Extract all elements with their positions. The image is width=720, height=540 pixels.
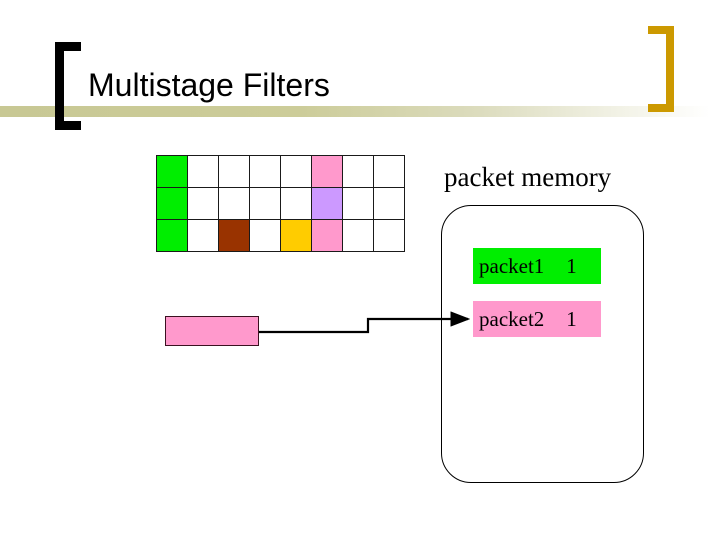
packet-entry-count: 1 (566, 253, 577, 278)
filter-cell (311, 155, 343, 188)
filter-cell (187, 219, 219, 252)
filter-grid-row (156, 219, 405, 252)
bracket-right-decoration (648, 26, 674, 112)
filter-grid-row (156, 187, 405, 220)
packet-memory-label: packet memory (444, 162, 612, 192)
filter-cell (156, 219, 188, 252)
filter-cell (218, 187, 250, 220)
filter-cell (280, 187, 312, 220)
filter-cell (187, 187, 219, 220)
filter-grid-row (156, 155, 405, 188)
connector-path (259, 311, 471, 334)
filter-cell (187, 155, 219, 188)
filter-cell (249, 155, 281, 188)
filter-cell (373, 187, 405, 220)
filter-cell (373, 219, 405, 252)
packet-memory-entry: packet1 1 (473, 248, 601, 284)
packet-memory-entry: packet2 1 (473, 301, 601, 337)
packet-memory-container (441, 205, 644, 483)
packet-entry-name: packet2 (479, 306, 545, 331)
packet-entry-name: packet1 (479, 253, 545, 278)
filter-cell (156, 155, 188, 188)
filter-cell (342, 187, 374, 220)
filter-cell (342, 155, 374, 188)
filter-cell (156, 187, 188, 220)
filter-cell (218, 219, 250, 252)
filter-cell (311, 219, 343, 252)
page-title: Multistage Filters (88, 67, 330, 103)
filter-cell (218, 155, 250, 188)
incoming-packet-block (165, 316, 259, 346)
packet-entry-count: 1 (566, 306, 577, 331)
filter-cell (373, 155, 405, 188)
filter-cell (249, 219, 281, 252)
filter-cell (249, 187, 281, 220)
filter-cell (342, 219, 374, 252)
title-divider-band (0, 106, 720, 117)
filter-cell (280, 219, 312, 252)
bracket-left-decoration (55, 42, 81, 130)
filter-cell (311, 187, 343, 220)
filter-grid (156, 155, 405, 252)
filter-cell (280, 155, 312, 188)
